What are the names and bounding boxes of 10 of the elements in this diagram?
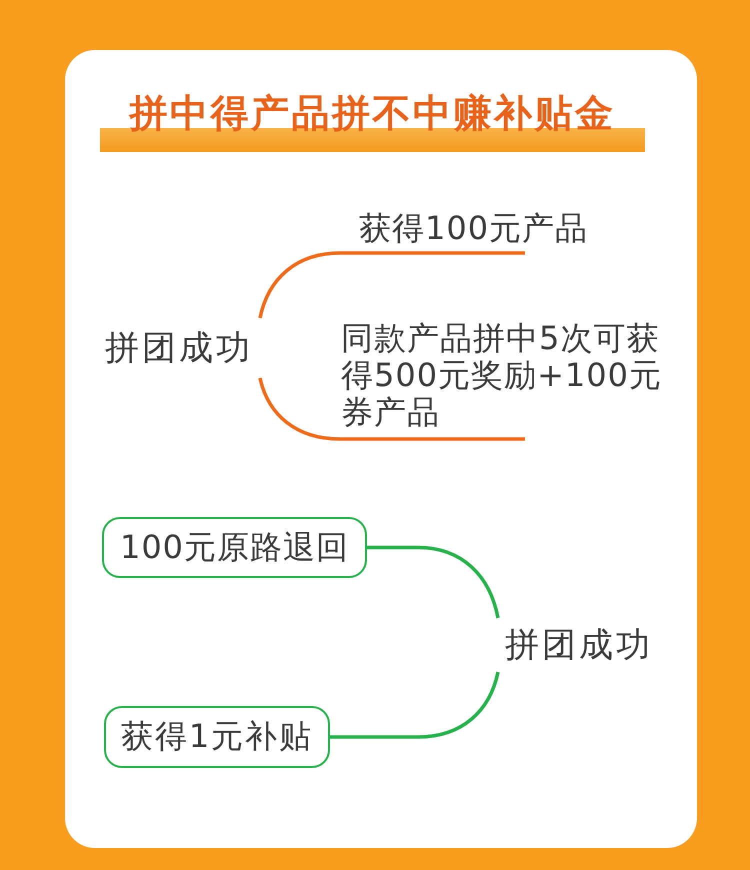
branch-box: 获得1元补贴 <box>104 706 330 768</box>
topic-label: 拼团成功 <box>98 318 260 378</box>
branch-label: 获得100元产品 <box>355 206 599 250</box>
connector-line <box>330 672 500 739</box>
branch-label: 同款产品拼中5次可获得500元奖励+100元券产品 <box>337 320 681 436</box>
connector-line <box>367 546 500 618</box>
connector-line <box>258 251 525 318</box>
connector-line <box>258 378 525 441</box>
branch-box: 100元原路退回 <box>102 517 367 578</box>
topic-label: 拼团成功 <box>498 618 660 672</box>
